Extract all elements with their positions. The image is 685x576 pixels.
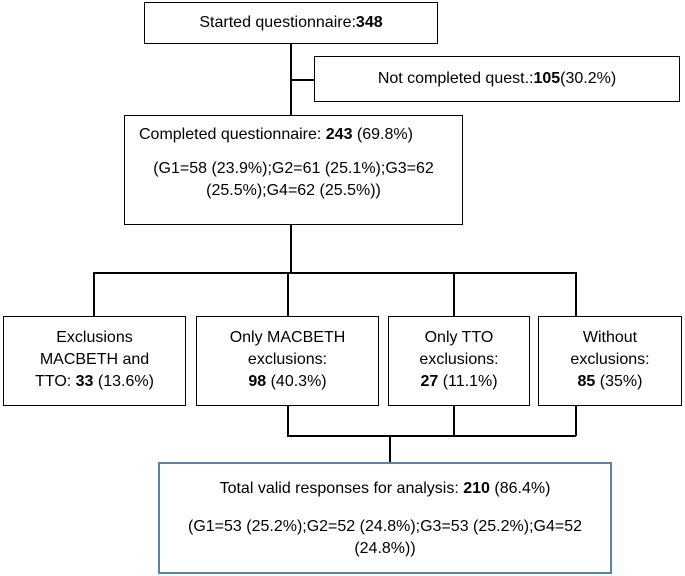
total-pct: (86.4%) [489, 480, 551, 497]
no-excl-line2: exclusions: [570, 351, 650, 368]
connector-horizontal-top [93, 272, 576, 274]
excl-both-line2: MACBETH and [39, 351, 150, 368]
total-label: Total valid responses for analysis: [219, 480, 464, 497]
without-exclusions-box: Without exclusions: 85 (35%) [538, 316, 682, 406]
connector-to-total [389, 435, 391, 462]
connector-completed-down [290, 225, 292, 273]
excl-both-value: 33 [75, 373, 94, 390]
connector-drop-excl-tto [453, 272, 455, 316]
started-label: Started questionnaire: [199, 14, 356, 31]
excl-tto-line2: exclusions: [419, 351, 499, 368]
connector-drop-excl-macbeth [287, 272, 289, 316]
total-valid-responses-box: Total valid responses for analysis: 210 … [158, 462, 612, 574]
started-value: 348 [355, 14, 383, 31]
no-excl-line3: 85 (35%) [539, 371, 681, 393]
connector-up-no-excl [575, 406, 577, 436]
excl-tto-value: 27 [420, 373, 439, 390]
no-excl-value: 85 [577, 373, 596, 390]
connector-up-tto [453, 406, 455, 436]
completed-questionnaire-box: Completed questionnaire: 243 (69.8%) (G1… [124, 115, 463, 225]
excl-both-label: TTO: [35, 373, 76, 390]
connector-drop-no-excl [575, 272, 577, 316]
not-completed-value: 105 [533, 70, 561, 87]
total-groups: (G1=53 (25.2%);G2=52 (24.8%);G3=53 (25.2… [187, 518, 582, 557]
completed-value: 243 [325, 126, 353, 143]
only-macbeth-exclusions-box: Only MACBETH exclusions: 98 (40.3%) [196, 316, 379, 406]
connector-horizontal-bottom [287, 435, 576, 437]
connector-branch-not-completed [290, 79, 314, 81]
connector-drop-excl-both [93, 272, 95, 316]
excl-macbeth-line1: Only MACBETH [229, 329, 346, 346]
excl-macbeth-pct: (40.3%) [266, 373, 327, 390]
not-completed-label: Not completed quest.: [377, 70, 534, 87]
completed-pct: (69.8%) [352, 126, 413, 143]
no-excl-pct: (35%) [595, 373, 643, 390]
only-tto-exclusions-box: Only TTO exclusions: 27 (11.1%) [388, 316, 530, 406]
completed-groups: (G1=58 (23.9%);G2=61 (25.1%);G3=62 (25.5… [153, 160, 434, 199]
completed-summary: Completed questionnaire: 243 (69.8%) [139, 124, 448, 146]
completed-label: Completed questionnaire: [139, 126, 326, 143]
excl-tto-line1: Only TTO [424, 329, 494, 346]
excl-macbeth-line3: 98 (40.3%) [197, 371, 378, 393]
total-value: 210 [463, 480, 490, 497]
excl-macbeth-line2: exclusions: [247, 351, 328, 368]
excl-both-line1: Exclusions [56, 329, 133, 346]
excl-tto-pct: (11.1%) [438, 373, 498, 390]
excl-both-pct: (13.6%) [93, 373, 154, 390]
excl-both-line3: TTO: 33 (13.6%) [4, 371, 185, 393]
no-excl-line1: Without [582, 329, 638, 346]
connector-up-macbeth [287, 406, 289, 436]
exclusions-macbeth-and-tto-box: Exclusions MACBETH and TTO: 33 (13.6%) [3, 316, 186, 406]
excl-macbeth-value: 98 [248, 373, 267, 390]
started-questionnaire-box: Started questionnaire: 348 [144, 2, 438, 44]
excl-tto-line3: 27 (11.1%) [389, 371, 529, 393]
not-completed-pct: (30.2%) [560, 70, 617, 87]
not-completed-box: Not completed quest.: 105 (30.2%) [314, 56, 680, 102]
total-summary: Total valid responses for analysis: 210 … [176, 478, 594, 500]
